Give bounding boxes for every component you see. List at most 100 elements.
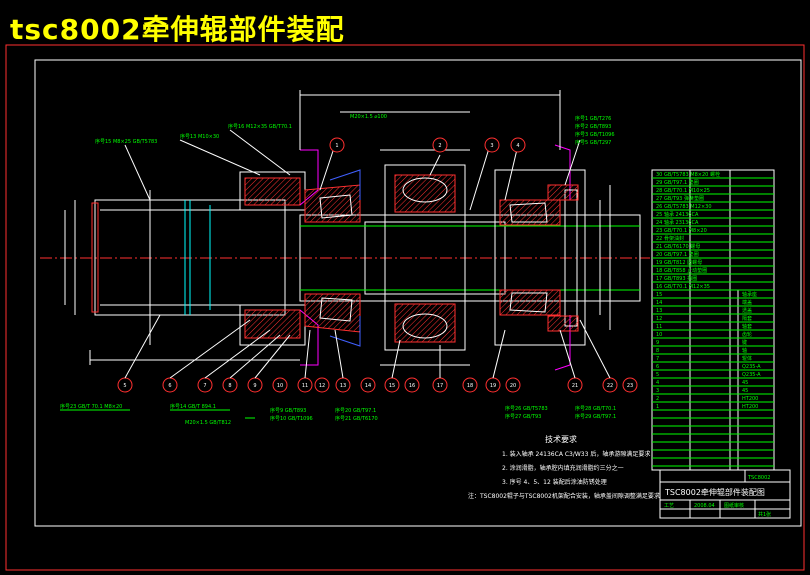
top-annotations: 序号15 M8×25 GB/T5783 序号13 M10×30 序号16 M12… [95, 114, 615, 146]
svg-text:序号10 GB/T1096: 序号10 GB/T1096 [270, 415, 313, 422]
drive-shaft [299, 214, 641, 302]
bottom-balloons [117, 377, 638, 393]
svg-text:23 GB/T70.1 M8×20: 23 GB/T70.1 M8×20 [656, 228, 707, 234]
svg-text:26 GB/T5783 M12×30: 26 GB/T5783 M12×30 [656, 204, 712, 210]
svg-text:21 GB/T6170 螺母: 21 GB/T6170 螺母 [656, 243, 700, 250]
svg-text:齿轮: 齿轮 [742, 331, 752, 338]
svg-text:6: 6 [656, 364, 659, 370]
svg-text:45: 45 [742, 380, 748, 386]
balloon-label: 8 [228, 383, 231, 389]
svg-text:30 GB/T5783 M8×20 螺栓: 30 GB/T5783 M8×20 螺栓 [656, 171, 720, 178]
svg-text:11: 11 [656, 324, 662, 330]
balloon-label: 7 [203, 383, 206, 389]
svg-text:13: 13 [656, 308, 662, 314]
svg-text:10: 10 [656, 332, 662, 338]
svg-text:HT200: HT200 [742, 404, 758, 410]
balloon-label: 17 [437, 383, 443, 389]
svg-text:序号15 M8×25 GB/T5783: 序号15 M8×25 GB/T5783 [95, 138, 157, 145]
bottom-leader-lines [124, 314, 611, 379]
svg-text:1: 1 [656, 404, 659, 410]
left-bearing-housing [239, 149, 319, 366]
svg-text:轴: 轴 [742, 347, 747, 354]
svg-text:18 GB/T858 止动垫圈: 18 GB/T858 止动垫圈 [656, 267, 707, 274]
svg-text:序号5 GB/T297: 序号5 GB/T297 [575, 139, 611, 146]
svg-text:图纸审核: 图纸审核 [724, 502, 744, 509]
svg-text:序号9 GB/T893: 序号9 GB/T893 [270, 407, 306, 414]
parts-list-rows [652, 177, 774, 467]
svg-text:20 GB/T97.1 垫圈: 20 GB/T97.1 垫圈 [656, 251, 699, 258]
balloon-label: 6 [168, 383, 171, 389]
svg-text:8: 8 [656, 348, 659, 354]
leader-lines [124, 129, 581, 211]
balloon-label: 21 [572, 383, 578, 389]
svg-text:3: 3 [656, 388, 659, 394]
balloon-label: 23 [627, 383, 633, 389]
tech-req-heading: 技术要求 [545, 434, 577, 444]
svg-text:序号1 GB/T276: 序号1 GB/T276 [575, 115, 611, 122]
svg-text:序号28 GB/T70.1: 序号28 GB/T70.1 [575, 405, 616, 412]
balloon-label: 18 [467, 383, 473, 389]
title-block: TSC8002 工艺 2008.04 图纸审核 共1张 [659, 469, 791, 519]
svg-text:序号3 GB/T1096: 序号3 GB/T1096 [575, 131, 615, 138]
svg-text:序号20 GB/T97.1: 序号20 GB/T97.1 [335, 407, 376, 414]
svg-text:序号14 GB/T 894.1: 序号14 GB/T 894.1 [170, 403, 216, 410]
tech-req-extra-note: 注：TSC8002辊子与TSC8002机架配合安装，轴承盖间隙调整满足要求 [468, 492, 660, 500]
drawing-frame-outer [5, 44, 805, 571]
svg-text:12: 12 [656, 316, 662, 322]
svg-text:轴承座: 轴承座 [742, 291, 757, 298]
left-taper-bearing [304, 169, 361, 347]
svg-text:14: 14 [656, 300, 662, 306]
svg-text:透盖: 透盖 [742, 307, 752, 314]
svg-text:2008.04: 2008.04 [694, 503, 715, 509]
top-balloons [329, 137, 526, 153]
balloon-label: 1 [335, 143, 338, 149]
svg-text:共1张: 共1张 [758, 511, 771, 518]
svg-text:序号26 GB/T5783: 序号26 GB/T5783 [505, 405, 548, 412]
svg-text:辊体: 辊体 [742, 355, 752, 362]
svg-text:5: 5 [656, 372, 659, 378]
svg-text:序号27 GB/T93: 序号27 GB/T93 [505, 413, 541, 420]
svg-text:45: 45 [742, 388, 748, 394]
svg-text:7: 7 [656, 356, 659, 362]
svg-text:25 轴承 24136CA: 25 轴承 24136CA [656, 211, 699, 218]
svg-text:序号16 M12×35 GB/T70.1: 序号16 M12×35 GB/T70.1 [228, 123, 292, 130]
svg-text:HT200: HT200 [742, 396, 758, 402]
svg-text:TSC8002: TSC8002 [747, 475, 770, 481]
svg-text:16 GB/T70.1 M12×35: 16 GB/T70.1 M12×35 [656, 284, 710, 290]
svg-text:序号21 GB/T6170: 序号21 GB/T6170 [335, 415, 378, 422]
balloon-label: 22 [607, 383, 613, 389]
svg-text:序号23 GB/T 70.1 M8×20: 序号23 GB/T 70.1 M8×20 [60, 403, 122, 410]
drawing-frame-inner [34, 59, 802, 527]
svg-text:Q235-A: Q235-A [742, 372, 761, 378]
svg-text:4: 4 [656, 380, 659, 386]
balloon-label: 15 [389, 383, 395, 389]
svg-text:22 骨架油封: 22 骨架油封 [656, 235, 684, 242]
title-block-drawing-name: TSC8002牵伸辊部件装配图 [664, 487, 765, 497]
balloon-label: 16 [409, 383, 415, 389]
balloon-label: 14 [365, 383, 371, 389]
balloon-label: 12 [319, 383, 325, 389]
svg-text:19 GB/T812 圆螺母: 19 GB/T812 圆螺母 [656, 259, 702, 266]
balloon-label: 20 [510, 383, 516, 389]
svg-text:序号2 GB/T893: 序号2 GB/T893 [575, 123, 611, 130]
parts-list-table: 30 GB/T5783 M8×20 螺栓 29 GB/T97.1 垫圈 28 G… [651, 169, 775, 471]
page-title: tsc8002牵伸辊部件装配 [10, 13, 345, 46]
svg-text:端盖: 端盖 [742, 299, 752, 306]
svg-text:2: 2 [656, 396, 659, 402]
svg-text:27 GB/T93 弹簧垫圈: 27 GB/T93 弹簧垫圈 [656, 195, 704, 202]
svg-text:隔套: 隔套 [742, 315, 752, 322]
balloon-label: 3 [490, 143, 493, 149]
svg-text:24 轴承 23136CA: 24 轴承 23136CA [656, 219, 699, 226]
bottom-annotations: 序号23 GB/T 70.1 M8×20 序号14 GB/T 894.1 M20… [60, 403, 616, 426]
tech-req-note-2: 2. 涂润滑脂，轴承腔内填充润滑脂约三分之一 [502, 464, 624, 472]
svg-text:Q235-A: Q235-A [742, 364, 761, 370]
gear-wheel [380, 149, 470, 366]
balloon-label: 13 [340, 383, 346, 389]
svg-text:轴套: 轴套 [742, 323, 752, 330]
balloon-label: 19 [490, 383, 496, 389]
svg-text:28 GB/T70.1 M10×25: 28 GB/T70.1 M10×25 [656, 188, 710, 194]
svg-text:15: 15 [656, 292, 662, 298]
svg-text:工艺: 工艺 [664, 503, 674, 509]
svg-text:M20×1.5 GB/T812: M20×1.5 GB/T812 [185, 420, 231, 426]
